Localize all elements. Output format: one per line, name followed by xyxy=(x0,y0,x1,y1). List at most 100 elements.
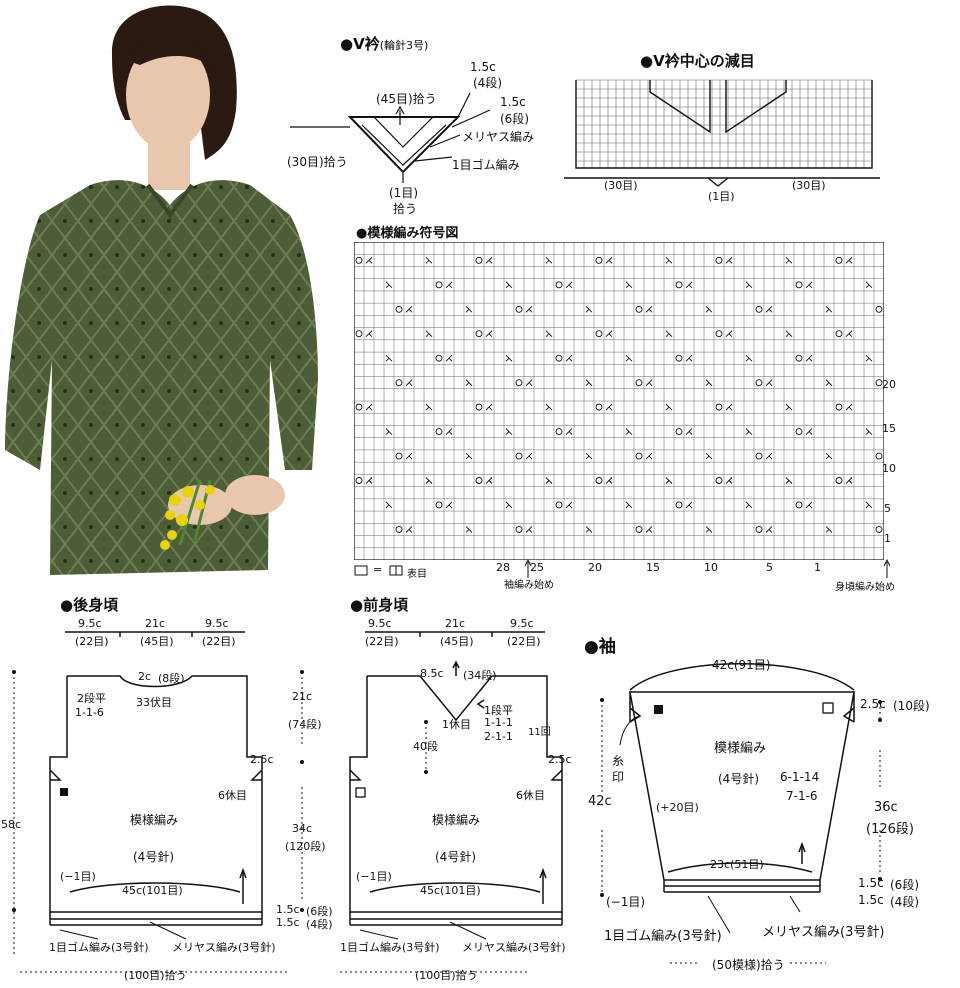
sleeve-left-h: 42c xyxy=(588,794,612,809)
back-arm-c: 2.5c xyxy=(250,753,274,766)
sleeve-pattern: 模様編み xyxy=(714,741,767,756)
sleeve-title: ●袖 xyxy=(584,637,616,657)
sleeve-diagram xyxy=(600,663,882,964)
back-neck-dec2: 1-1-6 xyxy=(75,706,104,719)
front-repeat: 11回 xyxy=(528,727,551,738)
back-rib1-h: 1.5c xyxy=(276,903,300,916)
front-w-mid: 21c xyxy=(445,617,466,630)
hand-right xyxy=(225,475,285,515)
pattern-legend-eq: = xyxy=(373,563,383,576)
pattern-title: ●模様編み符号図 xyxy=(356,226,459,241)
front-neck-c: 8.5c xyxy=(420,667,444,680)
front-w-right-st: (22目) xyxy=(507,635,541,648)
vneck-diagram xyxy=(290,92,491,183)
back-rib2-h: 1.5c xyxy=(276,916,300,929)
front-stock-label: メリヤス編み(3号針) xyxy=(462,941,566,954)
pattern-row-20: 20 xyxy=(882,378,896,391)
front-neck-rows2: 40段 xyxy=(413,740,438,753)
back-arm-bind: 6休目 xyxy=(218,789,247,802)
front-pick: (100目)拾う xyxy=(415,969,478,982)
sleeve-needle: (4号針) xyxy=(718,772,759,786)
sweater-illustration xyxy=(5,5,318,575)
pattern-chart xyxy=(354,242,884,560)
pattern-row-15: 15 xyxy=(882,422,896,435)
front-needle: (4号針) xyxy=(435,850,476,864)
vneck-h2-rows: (6段) xyxy=(500,112,529,126)
pattern-sleeve-start: 袖編み始め xyxy=(504,580,554,591)
back-minus: (−1目) xyxy=(60,870,96,883)
front-center-bind: 1休目 xyxy=(442,718,471,731)
vdec-center: (1目) xyxy=(708,190,735,203)
vneck-pick-top: (45目)拾う xyxy=(376,92,437,106)
pattern-legend-symbols xyxy=(354,565,403,576)
front-pattern: 模様編み xyxy=(432,813,481,827)
vdec-left: (30目) xyxy=(604,179,638,192)
back-w-left: 9.5c xyxy=(78,617,102,630)
sleeve-rib1-h: 1.5c xyxy=(858,876,884,890)
face xyxy=(126,40,210,150)
front-w-mid-st: (45目) xyxy=(440,635,474,648)
front-dec1: 1段平 xyxy=(484,704,513,717)
vneck-title: ●V衿(輪針3号) xyxy=(340,35,429,53)
back-pick: (100目)拾う xyxy=(124,969,187,982)
back-w-mid: 21c xyxy=(145,617,166,630)
back-rib-label: 1目ゴム編み(3号針) xyxy=(49,941,149,954)
sleeve-top-w: 42c(91目) xyxy=(712,658,771,672)
sleeve-stock-label: メリヤス編み(3号針) xyxy=(762,925,885,940)
front-width: 45c(101目) xyxy=(420,884,481,897)
vneck-stockinette: メリヤス編み xyxy=(462,130,535,144)
sleeve-right-rows: (126段) xyxy=(866,822,914,837)
sleeve-rib-label: 1目ゴム編み(3号針) xyxy=(604,929,722,944)
back-mid-rows: (120段) xyxy=(285,840,326,853)
sleeve-marker1: 糸 xyxy=(612,754,625,768)
front-minus: (−1目) xyxy=(356,870,392,883)
pattern-legend-text: 表目 xyxy=(407,569,427,580)
vdec-right: (30目) xyxy=(792,179,826,192)
back-w-right: 9.5c xyxy=(205,617,229,630)
back-width: 45c(101目) xyxy=(122,884,183,897)
pattern-body-start: 身頃編み始め xyxy=(835,582,895,593)
sleeve-bottom-w: 23c(51目) xyxy=(710,858,764,871)
vdec-title: ●V衿中心の減目 xyxy=(640,52,755,70)
back-w-right-st: (22目) xyxy=(202,635,236,648)
front-dec3: 2-1-1 xyxy=(484,730,513,743)
sleeve-minus: (−1目) xyxy=(606,895,646,909)
sleeve-inc-total: (+20目) xyxy=(656,801,699,814)
pattern-col-20: 20 xyxy=(588,561,602,574)
back-pattern: 模様編み xyxy=(130,813,179,827)
vneck-h1: 1.5c xyxy=(470,60,496,74)
pattern-col-15: 15 xyxy=(646,561,660,574)
vneck-rib: 1目ゴム編み xyxy=(452,158,520,172)
vneck-center-pick: 拾う xyxy=(393,202,418,216)
back-total-h: 58c xyxy=(1,818,22,831)
back-w-left-st: (22目) xyxy=(75,635,109,648)
pattern-start-arrows xyxy=(524,558,890,578)
back-neck-dec1: 2段平 xyxy=(77,692,106,705)
front-w-right: 9.5c xyxy=(510,617,534,630)
back-w-mid-st: (45目) xyxy=(140,635,174,648)
sleeve-right-h: 36c xyxy=(874,800,898,815)
pattern-row-10: 10 xyxy=(882,462,896,475)
pattern-col-1: 1 xyxy=(814,561,821,574)
sleeve-inc1: 6-1-14 xyxy=(780,770,820,784)
vneck-h1-rows: (4段) xyxy=(473,76,502,90)
sleeve-cap-rows: (10段) xyxy=(893,699,930,713)
pattern-row-1: 1 xyxy=(884,532,891,545)
sleeve-rib1-rows: (6段) xyxy=(890,878,919,892)
sweater-body xyxy=(5,180,318,575)
back-diagram xyxy=(12,631,304,973)
front-title: ●前身頃 xyxy=(350,596,409,614)
sleeve-rib2-rows: (4段) xyxy=(890,895,919,909)
pattern-col-10: 10 xyxy=(704,561,718,574)
vneck-h2: 1.5c xyxy=(500,95,526,109)
vdec-chart xyxy=(564,79,880,187)
pattern-col-25: 25 xyxy=(530,561,544,574)
back-rib2-rows: (4段) xyxy=(306,918,333,931)
pattern-col-5: 5 xyxy=(766,561,773,574)
front-arm-c: 2.5c xyxy=(548,753,572,766)
sleeve-inc2: 7-1-6 xyxy=(786,789,818,803)
front-w-left-st: (22目) xyxy=(365,635,399,648)
back-title: ●後身頃 xyxy=(60,596,119,614)
back-needle: (4号針) xyxy=(133,850,174,864)
sleeve-cap-c: 2.5c xyxy=(860,697,886,711)
